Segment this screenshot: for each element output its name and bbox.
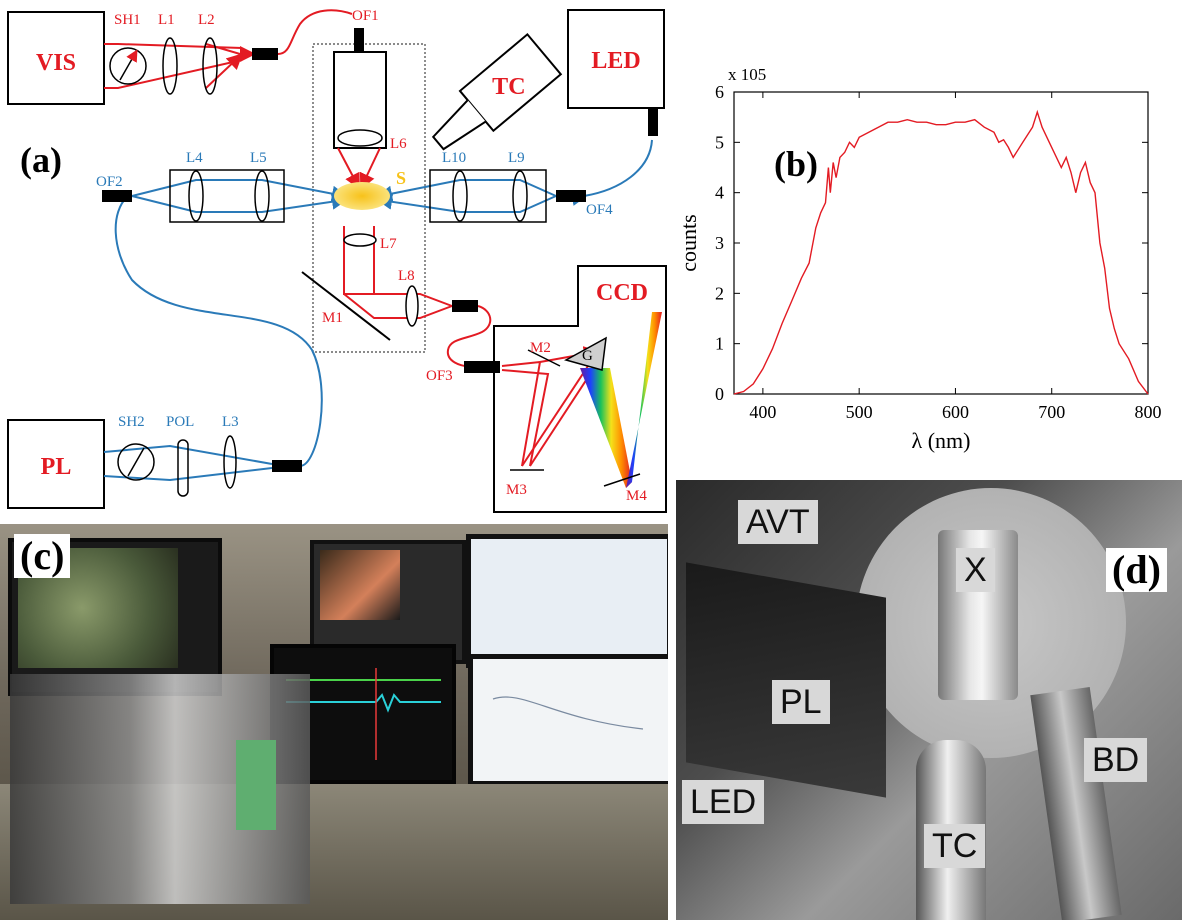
tag-tc: TC: [924, 824, 986, 868]
label-l6: L6: [390, 136, 407, 152]
sample-label: S: [396, 168, 406, 188]
tag-led: LED: [682, 780, 765, 824]
grating-prism: [564, 336, 607, 371]
vis-source-box: [7, 11, 105, 105]
y-tick-label: 4: [715, 183, 724, 203]
y-tick-label: 6: [715, 82, 724, 102]
y-axis-label: counts: [676, 214, 701, 271]
label-l7: L7: [380, 236, 397, 252]
sample-spot: [334, 182, 390, 210]
label-g: G: [582, 348, 593, 364]
panel-d-label: (d): [1106, 548, 1167, 592]
spectrum-line: [733, 109, 1149, 395]
y-tick-label: 0: [715, 384, 724, 404]
label-l9: L9: [508, 150, 525, 166]
thermal-camera: TC: [431, 32, 563, 151]
x-tick-label: 500: [846, 402, 873, 422]
monitor-right-bottom: [468, 654, 668, 786]
x-tick-label: 700: [1038, 402, 1065, 422]
label-m2: M2: [530, 340, 551, 356]
panel-c-lab-photo: (c): [0, 524, 668, 920]
label-l3: L3: [222, 414, 239, 430]
monitor-left: [8, 538, 222, 696]
panel-a-label: (a): [20, 140, 62, 180]
label-sh1: SH1: [114, 12, 141, 28]
led-label: LED: [591, 48, 640, 74]
ccd-spectrometer-box: [493, 265, 667, 513]
label-l1: L1: [158, 12, 175, 28]
y-tick-label: 3: [715, 233, 724, 253]
tag-x: X: [956, 548, 995, 592]
label-of4: OF4: [586, 202, 613, 218]
label-m4: M4: [626, 488, 647, 504]
objective-body: [333, 51, 387, 149]
y-tick-label: 1: [715, 334, 724, 354]
panel-b-label: (b): [774, 144, 818, 184]
pl-laser-box: [7, 419, 105, 509]
fiber-of2: [102, 190, 132, 202]
label-m1: M1: [322, 310, 343, 326]
label-pol: POL: [166, 414, 194, 430]
x-tick-label: 400: [749, 402, 776, 422]
label-l10: L10: [442, 150, 466, 166]
monitor-right-top: [466, 534, 668, 668]
vis-label: VIS: [36, 50, 76, 76]
dispersed-spectrum: [580, 368, 632, 488]
panel-d-closeup-photo: AVT X PL LED BD TC (d): [676, 480, 1182, 920]
led-source-box: [567, 9, 665, 109]
green-mount: [236, 740, 276, 830]
panel-c-label: (c): [14, 534, 71, 578]
label-m3: M3: [506, 482, 527, 498]
label-of3: OF3: [426, 368, 453, 384]
ccd-label: CCD: [596, 280, 648, 306]
tag-pl: PL: [772, 680, 830, 724]
label-l5: L5: [250, 150, 267, 166]
bd-mount: [1030, 686, 1122, 920]
label-of1: OF1: [352, 8, 379, 24]
x-axis-label: λ (nm): [912, 428, 971, 453]
tag-bd: BD: [1084, 738, 1148, 782]
panel-a-setup-diagram: VIS LED PL CCD TC: [7, 8, 667, 513]
label-of2: OF2: [96, 174, 123, 190]
y-tick-label: 2: [715, 283, 724, 303]
label-sh2: SH2: [118, 414, 145, 430]
y-tick-label: 5: [715, 132, 724, 152]
microscope-frame: [312, 43, 426, 353]
svg-text:TC: TC: [492, 74, 525, 100]
label-l8: L8: [398, 268, 415, 284]
fiber-of4: [556, 190, 586, 202]
y-multiplier: x 105: [728, 65, 766, 84]
pl-label: PL: [41, 454, 72, 480]
panel-b-spectrum-chart: 400 500 600 700 800 0 1 2 3 4 5 6 λ (nm) counts x 105 (…: [676, 65, 1162, 453]
tag-avt: AVT: [738, 500, 818, 544]
x-tick-label: 800: [1135, 402, 1162, 422]
x-tick-label: 600: [942, 402, 969, 422]
plot-frame: [733, 91, 1149, 395]
label-l2: L2: [198, 12, 215, 28]
label-l4: L4: [186, 150, 203, 166]
